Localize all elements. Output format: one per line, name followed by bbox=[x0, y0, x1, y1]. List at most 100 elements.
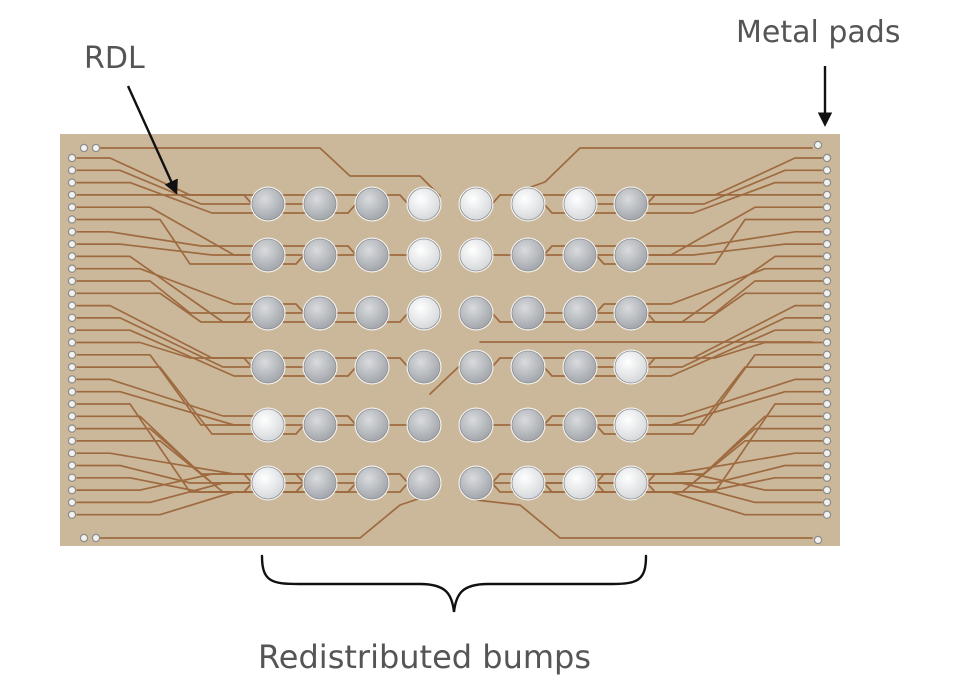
redistributed-bump bbox=[355, 296, 389, 330]
metal-pad bbox=[822, 215, 832, 224]
metal-pad bbox=[822, 202, 832, 212]
rdl-trace bbox=[76, 464, 305, 484]
rdl-trace bbox=[76, 218, 305, 265]
metal-pad bbox=[67, 264, 77, 273]
metal-pad bbox=[67, 301, 77, 310]
metal-pad bbox=[67, 375, 77, 384]
metal-pad bbox=[813, 535, 823, 545]
rdl-trace bbox=[76, 482, 305, 516]
rdl-trace bbox=[76, 280, 357, 314]
rdl-trace bbox=[76, 390, 409, 426]
metal-pad bbox=[822, 166, 832, 175]
metal-pad bbox=[822, 239, 832, 249]
metal-pad bbox=[822, 264, 832, 273]
redistributed-bump bbox=[563, 408, 597, 442]
redistributed-bump bbox=[511, 187, 545, 221]
redistributed-bump bbox=[459, 466, 493, 500]
metal-pad bbox=[67, 510, 77, 519]
redistributed-bump bbox=[355, 408, 389, 442]
metal-pad bbox=[822, 289, 832, 298]
rdl-trace bbox=[543, 230, 823, 256]
redistributed-bump bbox=[614, 296, 648, 330]
metal-pad bbox=[67, 436, 77, 446]
rdl-trace bbox=[76, 267, 305, 314]
metal-pad bbox=[822, 276, 832, 286]
redistributed-bump bbox=[303, 466, 337, 500]
metal-pad bbox=[91, 533, 101, 543]
rdl-trace bbox=[595, 317, 823, 368]
metal-pad bbox=[822, 449, 832, 458]
redistributed-bump bbox=[459, 238, 493, 272]
metal-pad bbox=[67, 202, 77, 212]
rdl-trace bbox=[95, 147, 441, 197]
rdl-trace bbox=[95, 496, 425, 539]
metal-pad bbox=[822, 178, 832, 187]
metal-pad bbox=[822, 350, 832, 359]
metal-pad bbox=[67, 276, 77, 286]
redistributed-bump bbox=[251, 238, 285, 272]
rdl-trace bbox=[595, 267, 823, 314]
metal-pad bbox=[67, 326, 77, 335]
rdl-trace bbox=[491, 194, 823, 205]
metal-pad bbox=[67, 473, 77, 482]
metal-pad bbox=[67, 424, 77, 433]
metal-pad bbox=[822, 399, 832, 409]
redistributed-bump bbox=[511, 408, 545, 442]
metal-pad bbox=[822, 424, 832, 433]
metal-pad bbox=[67, 153, 77, 163]
metal-pad bbox=[67, 449, 77, 458]
metal-pad bbox=[822, 461, 832, 470]
metal-pad bbox=[822, 387, 832, 396]
redistributed-bump bbox=[407, 296, 441, 330]
metal-pad bbox=[822, 227, 832, 236]
metal-pad bbox=[67, 461, 77, 470]
metal-pad bbox=[67, 485, 77, 495]
metal-pad bbox=[822, 510, 832, 519]
metal-pad bbox=[67, 350, 77, 359]
redistributed-bump bbox=[614, 466, 648, 500]
metal-pad bbox=[813, 140, 823, 150]
metal-pad bbox=[91, 143, 101, 153]
metal-pad bbox=[822, 338, 832, 347]
redistributed-bump bbox=[355, 238, 389, 272]
metal-pad bbox=[67, 239, 77, 249]
redistributed-bump bbox=[614, 238, 648, 272]
rdl-trace bbox=[76, 230, 357, 256]
redistributed-bump bbox=[303, 408, 337, 442]
redistributed-bump bbox=[407, 350, 441, 384]
rdl-trace bbox=[491, 390, 823, 426]
redistributed-bump bbox=[459, 187, 493, 221]
rdl-trace bbox=[527, 147, 813, 189]
rdl-trace bbox=[76, 341, 409, 368]
rdl-trace bbox=[595, 366, 823, 435]
rdl-label: RDL bbox=[84, 41, 145, 76]
rdl-trace bbox=[543, 181, 823, 214]
rdl-trace bbox=[646, 473, 823, 491]
redistributed-bump bbox=[251, 466, 285, 500]
metal-pads-label: Metal pads bbox=[736, 15, 900, 50]
redistributed-bump bbox=[511, 350, 545, 384]
redistributed-bump bbox=[355, 466, 389, 500]
redistributed-bump bbox=[303, 296, 337, 330]
metal-pad bbox=[822, 362, 832, 372]
metal-pad bbox=[79, 533, 89, 543]
metal-pad bbox=[67, 227, 77, 236]
redistributed-bump bbox=[251, 408, 285, 442]
redistributed-bumps-label: Redistributed bumps bbox=[258, 638, 591, 676]
redistributed-bump bbox=[614, 350, 648, 384]
metal-pad bbox=[67, 178, 77, 187]
redistributed-bump bbox=[303, 350, 337, 384]
redistributed-bump bbox=[563, 296, 597, 330]
rdl-trace bbox=[595, 218, 823, 265]
rdl-trace bbox=[76, 378, 357, 426]
metal-pad bbox=[67, 387, 77, 396]
redistributed-bump bbox=[614, 408, 648, 442]
rdl-trace bbox=[543, 329, 823, 377]
rdl-trace bbox=[76, 366, 305, 435]
metal-pad bbox=[822, 252, 832, 261]
metal-pad bbox=[822, 326, 832, 335]
rdl-trace bbox=[595, 476, 823, 493]
redistributed-bump bbox=[459, 296, 493, 330]
redistributed-bump bbox=[563, 238, 597, 272]
metal-pad bbox=[67, 498, 77, 507]
